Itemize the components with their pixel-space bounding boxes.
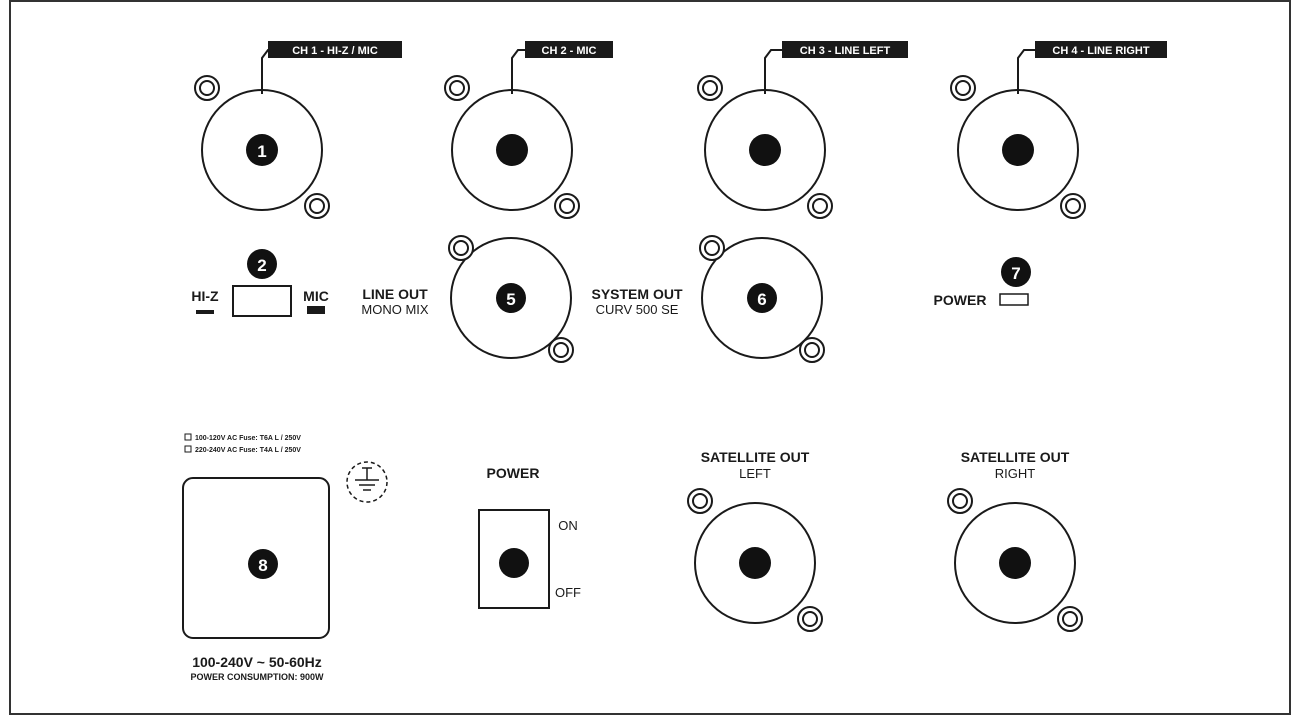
power-consumption-label: POWER CONSUMPTION: 900W bbox=[190, 672, 324, 682]
power-off-label: OFF bbox=[555, 585, 581, 600]
callout-8-badge bbox=[248, 549, 278, 579]
ch3-jack-center bbox=[749, 134, 781, 166]
callout-5-number: 5 bbox=[506, 290, 515, 309]
mains-voltage-label: 100-240V ~ 50-60Hz bbox=[192, 654, 322, 670]
satellite-left-center bbox=[739, 547, 771, 579]
system-out-jack[interactable]: 6 bbox=[699, 235, 825, 363]
ch1-input-jack[interactable]: CH 1 - HI-Z / MIC 1 bbox=[194, 41, 402, 219]
satellite-right-label: SATELLITE OUT bbox=[961, 449, 1070, 465]
satellite-right-center bbox=[999, 547, 1031, 579]
power-switch-knob bbox=[499, 548, 529, 578]
ch2-label: CH 2 - MIC bbox=[542, 45, 597, 57]
ch4-label-tab bbox=[1035, 41, 1167, 58]
fuse-checkbox-1 bbox=[184, 433, 192, 441]
callout-8-number: 8 bbox=[258, 556, 267, 575]
ch4-label: CH 4 - LINE RIGHT bbox=[1052, 45, 1149, 57]
satellite-left-sublabel: LEFT bbox=[739, 466, 771, 481]
power-switch[interactable]: POWER ON OFF bbox=[478, 465, 581, 609]
callout-7-badge bbox=[1001, 257, 1031, 287]
hiz-position-icon bbox=[196, 310, 214, 314]
callout-1-badge bbox=[246, 134, 278, 166]
fuse-note-1: 100-120V AC Fuse: T6A L / 250V bbox=[195, 435, 301, 442]
power-switch-label: POWER bbox=[487, 465, 540, 481]
callout-2-number: 2 bbox=[257, 256, 266, 275]
power-on-label: ON bbox=[558, 518, 578, 533]
satellite-out-right-jack[interactable] bbox=[947, 488, 1083, 632]
line-out-jack[interactable]: 5 bbox=[448, 235, 574, 363]
ch3-label: CH 3 - LINE LEFT bbox=[800, 45, 891, 57]
ch2-jack-center bbox=[496, 134, 528, 166]
system-out-sublabel: CURV 500 SE bbox=[596, 302, 679, 317]
ch2-input-jack[interactable]: CH 2 - MIC bbox=[444, 41, 613, 219]
callout-1-number: 1 bbox=[257, 142, 266, 161]
ch4-jack-center bbox=[1002, 134, 1034, 166]
ch3-label-tab bbox=[782, 41, 908, 58]
ch1-label: CH 1 - HI-Z / MIC bbox=[292, 45, 378, 57]
mains-power-inlet[interactable]: 8 bbox=[182, 477, 330, 639]
fuse-checkbox-2 bbox=[184, 445, 192, 453]
fuse-note-2: 220-240V AC Fuse: T4A L / 250V bbox=[195, 447, 301, 454]
ground-symbol-icon bbox=[346, 461, 388, 503]
power-led-label: POWER bbox=[934, 292, 987, 308]
callout-7-number: 7 bbox=[1011, 264, 1020, 283]
satellite-right-sublabel: RIGHT bbox=[995, 466, 1036, 481]
satellite-left-label: SATELLITE OUT bbox=[701, 449, 810, 465]
power-led-indicator: 7 POWER bbox=[934, 257, 1031, 308]
system-out-label: SYSTEM OUT bbox=[591, 286, 682, 302]
ch2-label-tab bbox=[525, 41, 613, 58]
hiz-mic-switch[interactable]: 2 HI-Z MIC bbox=[191, 249, 329, 317]
line-out-sublabel: MONO MIX bbox=[361, 302, 428, 317]
callout-6-number: 6 bbox=[757, 290, 766, 309]
satellite-out-left-jack[interactable] bbox=[687, 488, 823, 632]
mic-position-icon bbox=[307, 306, 325, 314]
hiz-switch-body[interactable] bbox=[232, 285, 292, 317]
ch1-label-tab bbox=[268, 41, 402, 58]
ch4-input-jack[interactable]: CH 4 - LINE RIGHT bbox=[950, 41, 1167, 219]
callout-5-badge bbox=[496, 283, 526, 313]
hiz-label: HI-Z bbox=[191, 288, 219, 304]
panel-frame bbox=[9, 0, 1291, 715]
callout-2-badge bbox=[247, 249, 277, 279]
power-led-lamp bbox=[999, 293, 1029, 306]
mic-label: MIC bbox=[303, 288, 329, 304]
callout-6-badge bbox=[747, 283, 777, 313]
line-out-label: LINE OUT bbox=[362, 286, 428, 302]
ch3-input-jack[interactable]: CH 3 - LINE LEFT bbox=[697, 41, 908, 219]
